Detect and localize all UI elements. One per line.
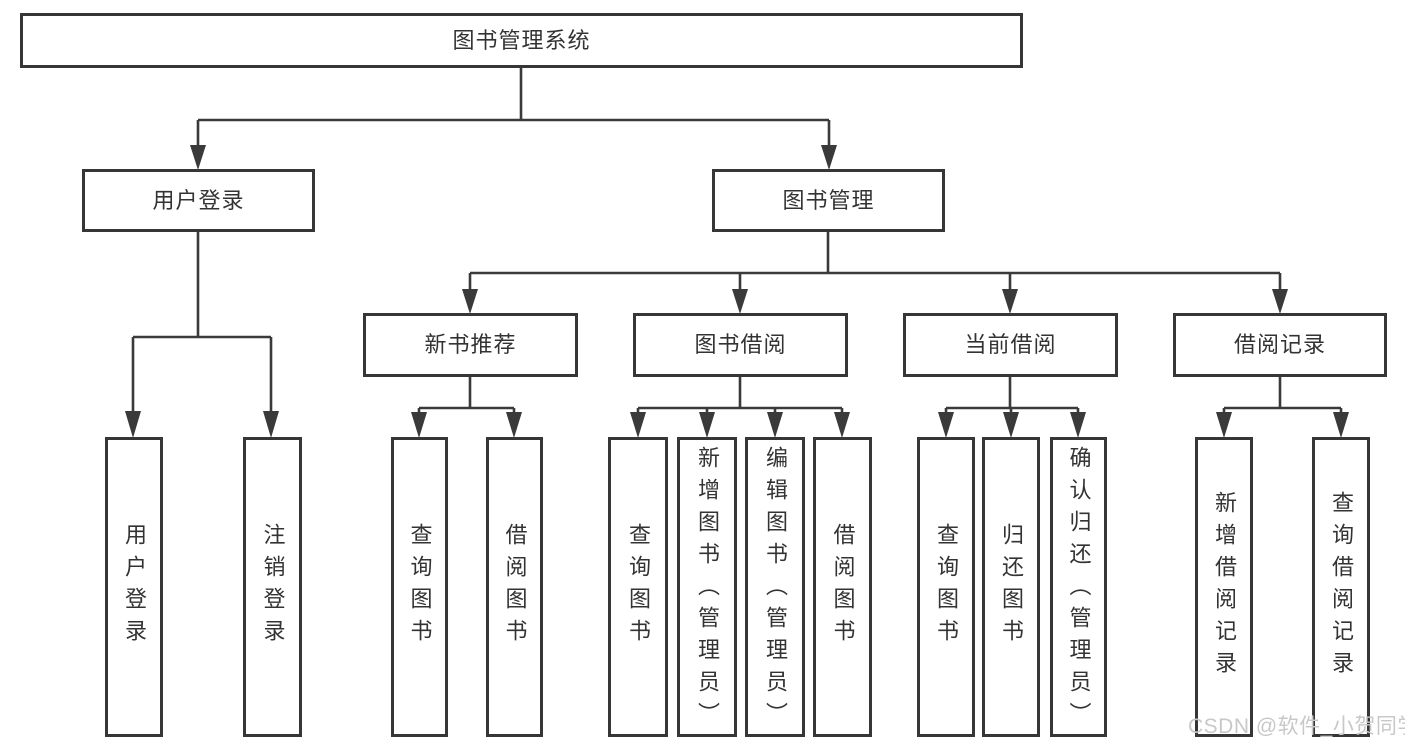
connector-book-borrow — [630, 377, 850, 438]
csdn-watermark: CSDN @软件_小贺同学 — [1188, 715, 1405, 738]
connector-new-book — [411, 377, 522, 438]
node-current-borrow: 当前借阅 — [903, 313, 1118, 377]
leaf-newbook-query: 查询图书 — [391, 437, 448, 737]
connector-book-mgmt — [462, 232, 1288, 314]
node-user-login-group: 用户登录 — [82, 169, 315, 232]
leaf-logout: 注销登录 — [243, 437, 302, 737]
leaf-user-login: 用户登录 — [105, 437, 163, 737]
leaf-current-confirm-admin: 确认归还（管理员） — [1050, 437, 1107, 737]
node-new-book-rec: 新书推荐 — [363, 313, 578, 377]
leaf-current-return: 归还图书 — [982, 437, 1040, 737]
connector-borrow-records — [1216, 377, 1349, 438]
connector-current-borrow — [938, 377, 1086, 438]
leaf-borrow-edit-admin: 编辑图书（管理员） — [745, 437, 805, 737]
leaf-record-add: 新增借阅记录 — [1195, 437, 1253, 737]
node-book-mgmt-group: 图书管理 — [712, 169, 945, 232]
connector-root — [190, 68, 837, 170]
connector-user-login — [125, 232, 279, 438]
leaf-record-query: 查询借阅记录 — [1312, 437, 1370, 737]
leaf-borrow-query: 查询图书 — [608, 437, 668, 737]
leaf-current-query: 查询图书 — [917, 437, 975, 737]
node-borrow-records: 借阅记录 — [1173, 313, 1387, 377]
node-root-title: 图书管理系统 — [20, 13, 1023, 68]
leaf-borrow-borrow: 借阅图书 — [813, 437, 872, 737]
node-book-borrow: 图书借阅 — [633, 313, 848, 377]
leaf-newbook-borrow: 借阅图书 — [486, 437, 543, 737]
leaf-borrow-add-admin: 新增图书（管理员） — [677, 437, 737, 737]
